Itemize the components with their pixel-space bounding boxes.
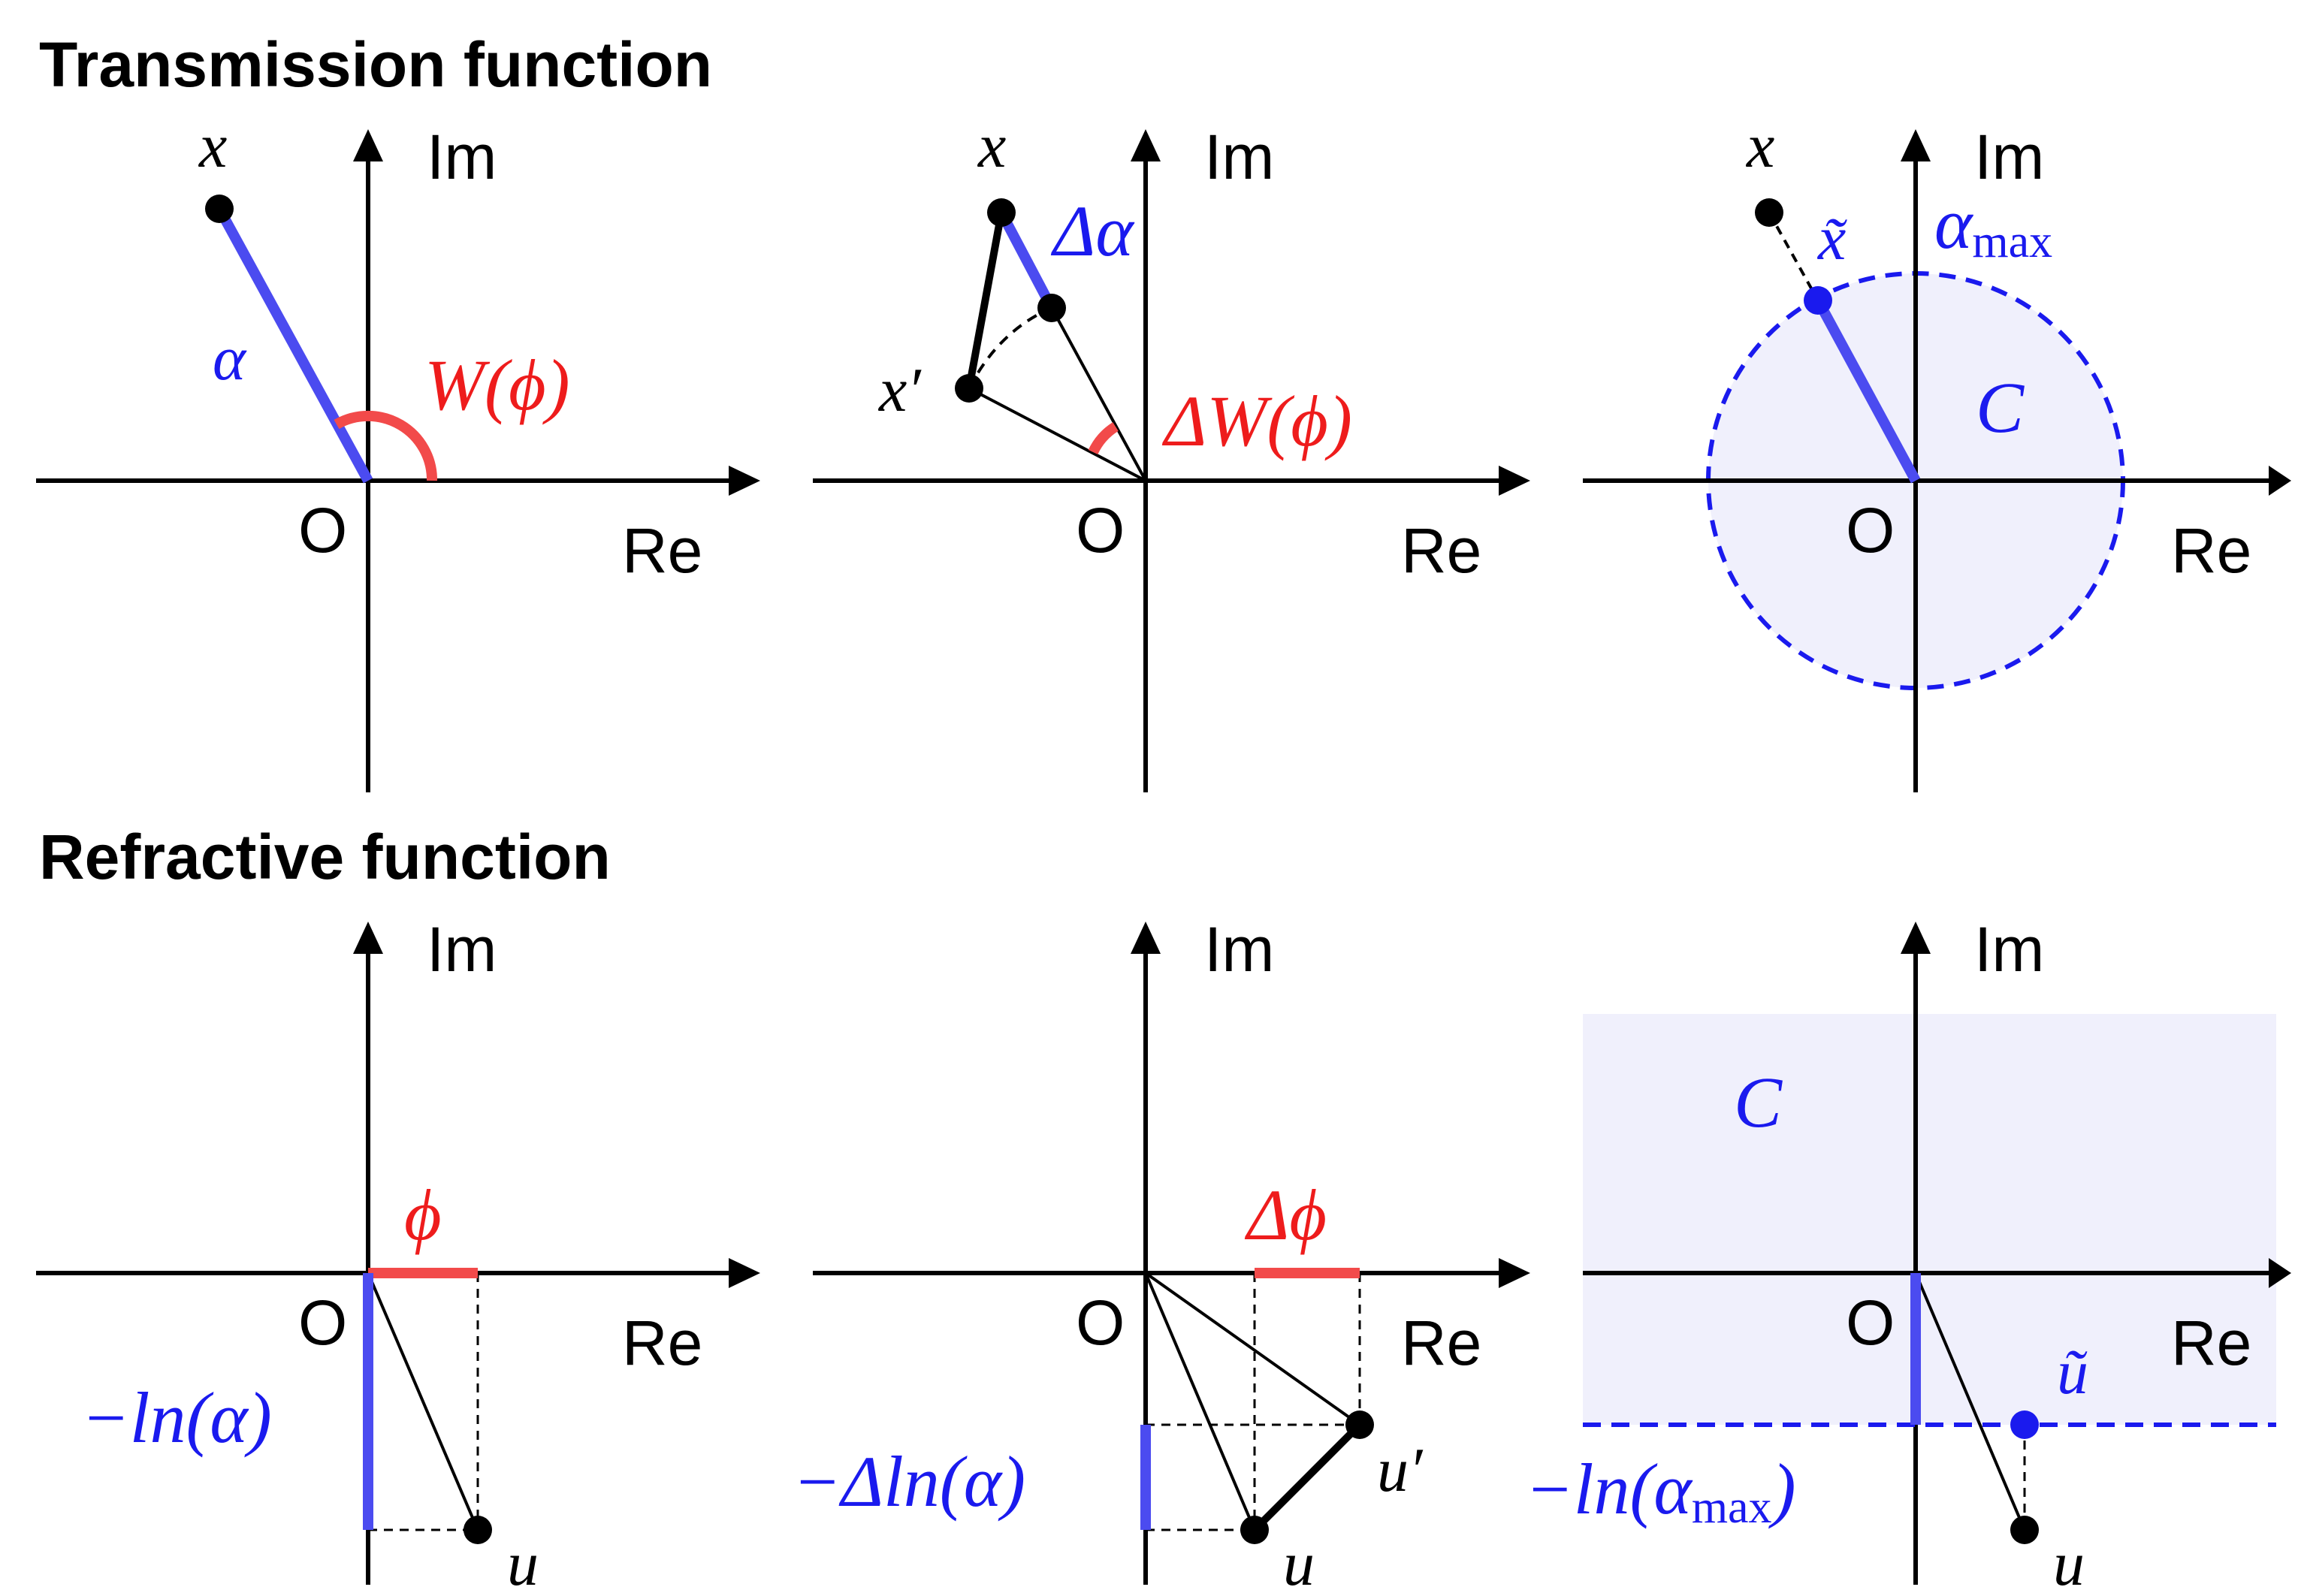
delta-phi-label: Δϕ: [1244, 1175, 1327, 1255]
point-u-tilde: [2010, 1410, 2039, 1439]
alpha-label: α: [213, 324, 247, 394]
re-axis-arrowhead: [1499, 1258, 1530, 1288]
x-to-x-prime-segment: [965, 212, 1005, 389]
x-prime-label: x′: [877, 355, 922, 425]
u-label: u: [1283, 1529, 1315, 1596]
minus-ln-alpha-label: −ln(α): [81, 1377, 272, 1458]
panel-transmission-constraint: Im Re O x x̃ αmax C: [1583, 111, 2291, 792]
alpha-segment: [214, 206, 373, 484]
origin-label: O: [1076, 495, 1125, 566]
panel-refractive-constraint: Im Re O C ũ −ln(αmax) u: [1525, 914, 2291, 1596]
u-label: u: [507, 1529, 539, 1596]
point-u: [1240, 1516, 1269, 1544]
point-x: [205, 195, 234, 223]
c-label: C: [1976, 367, 2025, 448]
im-axis-arrowhead: [353, 922, 383, 954]
u-label: u: [2053, 1529, 2085, 1596]
re-axis-arrowhead: [1499, 466, 1530, 496]
re-label: Re: [1401, 515, 1481, 586]
im-axis-arrowhead: [1131, 129, 1161, 161]
clipped-alpha-segment: [1813, 297, 1921, 484]
im-label: Im: [1204, 122, 1274, 192]
im-axis-arrowhead: [1131, 922, 1161, 954]
im-axis-arrowhead: [1901, 922, 1931, 954]
x-label: x: [198, 111, 227, 181]
panel-refractive-difference: Im Re O Δϕ −Δln(α) u′ u: [793, 914, 1530, 1596]
im-label: Im: [427, 122, 497, 192]
re-axis-arrowhead: [2269, 466, 2291, 496]
re-label: Re: [1401, 1308, 1481, 1378]
point-x: [1755, 198, 1783, 227]
minus-ln-alpha-max-label: −ln(αmax): [1525, 1449, 1796, 1533]
delta-phase-arc: [1088, 422, 1119, 455]
x-label: x: [977, 111, 1006, 181]
transmission-heading: Transmission function: [39, 29, 712, 100]
constraint-region: [1583, 1014, 2276, 1425]
vector-u: [1144, 1272, 1256, 1531]
minus-delta-ln-alpha-label: −Δln(α): [793, 1441, 1025, 1522]
vector-x-prime: [968, 387, 1146, 482]
im-label: Im: [1974, 122, 2044, 192]
origin-label: O: [1846, 1287, 1895, 1358]
phase-arc: [334, 410, 438, 481]
point-u: [2010, 1516, 2039, 1544]
re-label: Re: [622, 515, 702, 586]
origin-label: O: [1076, 1287, 1125, 1358]
x-tilde-label: x̃: [1816, 204, 1848, 273]
delta-alpha-segment: [996, 210, 1057, 311]
x-label: x: [1745, 111, 1774, 181]
phi-label: ϕ: [404, 1175, 442, 1255]
panel-refractive-components: Im Re O ϕ −ln(α) u: [36, 914, 760, 1596]
delta-w-phi-label: ΔW(ϕ): [1161, 381, 1352, 461]
projection-line: [1768, 212, 1819, 301]
point-u-prime: [1345, 1410, 1374, 1439]
delta-alpha-label: Δα: [1050, 191, 1134, 271]
u-to-u-prime-segment: [1252, 1422, 1363, 1533]
point-x-prime: [955, 374, 983, 403]
im-label: Im: [1974, 914, 2044, 985]
point-x-tilde: [1804, 286, 1832, 315]
alpha-max-label: αmax: [1934, 183, 2052, 267]
origin-label: O: [298, 495, 347, 566]
refractive-heading: Refractive function: [39, 822, 611, 892]
w-phi-label: W(ϕ): [424, 345, 570, 425]
re-axis-arrowhead: [2269, 1258, 2291, 1288]
vector-u: [367, 1272, 479, 1531]
panel-transmission-difference: Im Re O x Δα x′ ΔW(ϕ): [813, 111, 1530, 792]
re-axis-arrowhead: [729, 1258, 760, 1288]
vector-u-prime: [1144, 1272, 1361, 1426]
origin-label: O: [1846, 495, 1895, 566]
c-label: C: [1734, 1062, 1783, 1142]
point-u: [464, 1516, 492, 1544]
re-label: Re: [622, 1308, 702, 1378]
re-label: Re: [2171, 515, 2251, 586]
vector-u: [1914, 1272, 2026, 1531]
u-tilde-label: ũ: [2057, 1338, 2088, 1407]
u-prime-label: u′: [1377, 1435, 1424, 1505]
im-axis-arrowhead: [353, 129, 383, 161]
rotation-arc: [968, 306, 1052, 389]
point-x: [987, 198, 1016, 227]
im-axis-arrowhead: [1901, 129, 1931, 161]
im-label: Im: [1204, 914, 1274, 985]
origin-label: O: [298, 1287, 347, 1358]
point-x-rotated: [1037, 294, 1066, 322]
re-label: Re: [2171, 1308, 2251, 1378]
vector-x: [1050, 307, 1147, 481]
panel-transmission-amplitude-phase: Im Re O x α W(ϕ): [36, 111, 760, 792]
re-axis-arrowhead: [729, 466, 760, 496]
im-label: Im: [427, 914, 497, 985]
